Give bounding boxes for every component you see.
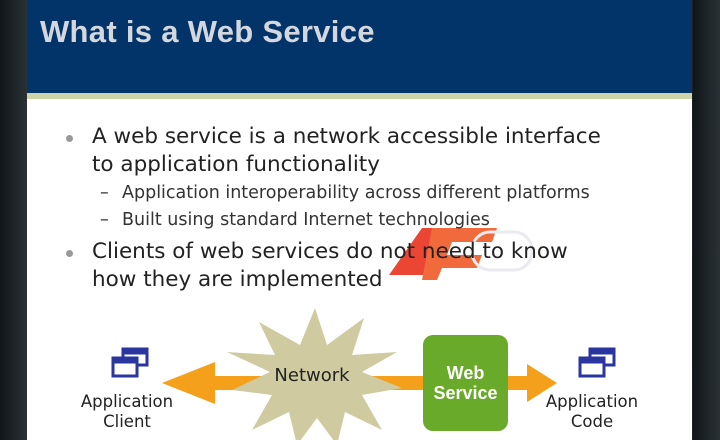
bullet-1-line-1: A web service is a network accessible in… <box>92 124 601 149</box>
network-label: Network <box>274 365 350 386</box>
right-backdrop <box>693 0 720 440</box>
code-label-line-1: Application <box>545 392 639 411</box>
web-service-label-line-2: Service <box>433 383 498 403</box>
web-service-box <box>423 335 508 431</box>
code-label: Application Code <box>537 392 647 432</box>
watermark-logo <box>389 228 534 280</box>
bullet-2-line-2: how they are implemented <box>92 267 383 292</box>
slide-header: What is a Web Service <box>27 0 692 93</box>
bullet-1: A web service is a network accessible in… <box>66 123 601 179</box>
bullet-dot-icon <box>66 250 73 257</box>
client-label-line-1: Application <box>80 392 174 411</box>
sub-bullet-1-text: Application interoperability across diff… <box>122 183 590 203</box>
header-divider <box>27 93 692 99</box>
sub-bullet-1: –Application interoperability across dif… <box>100 183 590 203</box>
window-icon <box>111 347 149 378</box>
web-service-label-line-1: Web <box>446 363 485 383</box>
slide: What is a Web Service A web service is a… <box>27 0 692 440</box>
bullet-2: Clients of web services do not need to k… <box>66 238 568 294</box>
sub-bullet-2-text: Built using standard Internet technologi… <box>122 210 490 230</box>
watermark-layer <box>389 228 534 280</box>
client-label: Application Client <box>72 392 182 432</box>
arrow-to-code <box>505 364 557 402</box>
bullet-dot-icon <box>66 135 73 142</box>
sub-bullet-2: –Built using standard Internet technolog… <box>100 210 490 230</box>
bullet-2-line-1: Clients of web services do not need to k… <box>92 239 568 264</box>
code-label-line-2: Code <box>570 412 614 431</box>
left-backdrop <box>0 0 27 440</box>
diagram <box>111 308 616 440</box>
bullet-1-line-2: to application functionality <box>92 152 380 177</box>
window-icon <box>578 347 616 378</box>
slide-title: What is a Web Service <box>40 14 375 49</box>
client-label-line-2: Client <box>103 412 151 431</box>
web-service-label: Web Service <box>423 363 508 403</box>
network-starburst <box>227 308 402 440</box>
